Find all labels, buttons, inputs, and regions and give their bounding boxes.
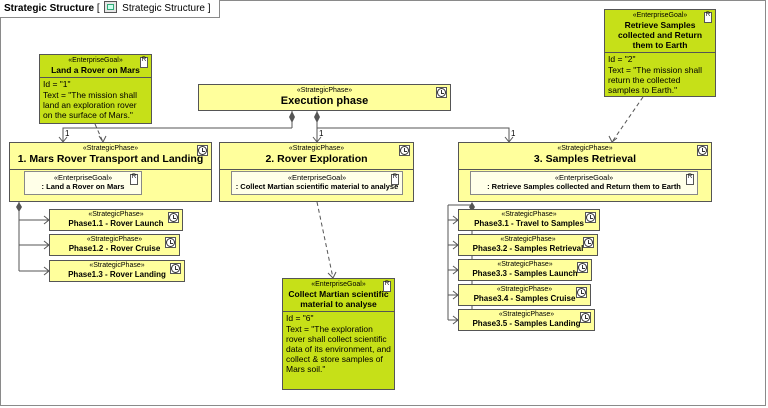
- goal-part[interactable]: R «EnterpriseGoal» : Retrieve Samples co…: [470, 171, 698, 195]
- phase-name: 3. Samples Retrieval: [459, 153, 711, 170]
- diagram-icon: [104, 1, 118, 13]
- phase-name: Phase3.1 - Travel to Samples: [474, 219, 584, 228]
- clock-icon: [399, 145, 410, 156]
- goal-stereotype: «EnterpriseGoal»: [311, 281, 366, 288]
- requirement-icon: R: [704, 12, 712, 23]
- requirement-icon: R: [130, 174, 138, 185]
- phase-name: Phase1.1 - Rover Launch: [68, 219, 164, 228]
- subphase-3-1[interactable]: «StrategicPhase» Phase3.1 - Travel to Sa…: [458, 209, 600, 231]
- goal-retrieve-samples[interactable]: R «EnterpriseGoal» Retrieve Samples coll…: [604, 9, 716, 97]
- multiplicity-p3: 1: [511, 129, 516, 138]
- part-name: : Collect Martian scientific material to…: [235, 182, 399, 191]
- goal-part[interactable]: R «EnterpriseGoal» : Collect Martian sci…: [231, 171, 403, 195]
- goal-id: Id = "6": [286, 313, 314, 323]
- goal-part[interactable]: R «EnterpriseGoal» : Land a Rover on Mar…: [24, 171, 142, 195]
- clock-icon: [436, 87, 447, 98]
- part-stereotype: «EnterpriseGoal»: [53, 173, 113, 182]
- part-stereotype: «EnterpriseGoal»: [554, 173, 614, 182]
- part-name: : Retrieve Samples collected and Return …: [487, 182, 681, 191]
- subphase-1-3[interactable]: «StrategicPhase» Phase1.3 - Rover Landin…: [49, 260, 185, 282]
- phase-stereotype: «StrategicPhase»: [500, 236, 556, 243]
- requirement-icon: R: [391, 174, 399, 185]
- subphase-3-2[interactable]: «StrategicPhase» Phase3.2 - Samples Retr…: [458, 234, 598, 256]
- phase-samples-retrieval[interactable]: «StrategicPhase» 3. Samples Retrieval R …: [458, 142, 712, 202]
- goal-name: Collect Martian scientific material to a…: [288, 289, 389, 309]
- phase-name: Phase3.3 - Samples Launch: [472, 269, 578, 278]
- clock-icon: [577, 262, 588, 273]
- phase-transport-landing[interactable]: «StrategicPhase» 1. Mars Rover Transport…: [9, 142, 212, 202]
- phase-name: Phase1.2 - Rover Cruise: [68, 244, 161, 253]
- phase-stereotype: «StrategicPhase»: [557, 145, 613, 152]
- phase-stereotype: «StrategicPhase»: [498, 311, 555, 318]
- phase-name: Phase1.3 - Rover Landing: [68, 270, 166, 279]
- clock-icon: [576, 287, 587, 298]
- phase-name: 1. Mars Rover Transport and Landing: [10, 153, 211, 170]
- goal-name: Retrieve Samples collected and Return th…: [617, 20, 703, 50]
- clock-icon: [168, 212, 179, 223]
- goal-stereotype: «EnterpriseGoal»: [68, 57, 123, 64]
- part-stereotype: «EnterpriseGoal»: [287, 173, 347, 182]
- requirement-icon: R: [140, 57, 148, 68]
- goal-text: Text = "The mission shall return the col…: [608, 65, 705, 95]
- subphase-3-5[interactable]: «StrategicPhase» Phase3.5 - Samples Land…: [458, 309, 595, 331]
- phase-name: Execution phase: [280, 95, 369, 107]
- goal-id: Id = "2": [608, 54, 636, 64]
- phase-stereotype: «StrategicPhase»: [86, 236, 143, 243]
- subphase-1-1[interactable]: «StrategicPhase» Phase1.1 - Rover Launch: [49, 209, 183, 231]
- clock-icon: [583, 237, 594, 248]
- phase-name: Phase3.4 - Samples Cruise: [473, 294, 576, 303]
- clock-icon: [170, 263, 181, 274]
- phase-stereotype: «StrategicPhase»: [88, 211, 144, 218]
- phase-rover-exploration[interactable]: «StrategicPhase» 2. Rover Exploration R …: [219, 142, 414, 202]
- part-name: : Land a Rover on Mars: [41, 182, 125, 191]
- subphase-3-3[interactable]: «StrategicPhase» Phase3.3 - Samples Laun…: [458, 259, 592, 281]
- diagram-tab[interactable]: Strategic Structure [ Strategic Structur…: [0, 0, 220, 18]
- multiplicity-p1: 1: [65, 129, 70, 138]
- goal-name: Land a Rover on Mars: [51, 65, 140, 75]
- phase-name: Phase3.2 - Samples Retrieval: [472, 244, 584, 253]
- goal-text: Text = "The mission shall land an explor…: [43, 90, 140, 120]
- clock-icon: [580, 312, 591, 323]
- phase-stereotype: «StrategicPhase»: [496, 286, 553, 293]
- phase-stereotype: «StrategicPhase»: [497, 261, 553, 268]
- phase-stereotype: «StrategicPhase»: [296, 87, 353, 94]
- phase-name: Phase3.5 - Samples Landing: [472, 319, 581, 328]
- clock-icon: [697, 145, 708, 156]
- phase-stereotype: «StrategicPhase»: [501, 211, 557, 218]
- clock-icon: [585, 212, 596, 223]
- phase-execution[interactable]: «StrategicPhase» Execution phase: [198, 84, 451, 111]
- goal-text: Text = "The exploration rover shall coll…: [286, 324, 394, 374]
- subphase-1-2[interactable]: «StrategicPhase» Phase1.2 - Rover Cruise: [49, 234, 180, 256]
- phase-stereotype: «StrategicPhase»: [82, 145, 139, 152]
- subphase-3-4[interactable]: «StrategicPhase» Phase3.4 - Samples Crui…: [458, 284, 591, 306]
- multiplicity-p2: 1: [319, 129, 324, 138]
- clock-icon: [165, 237, 176, 248]
- goal-land-rover[interactable]: R «EnterpriseGoal» Land a Rover on Mars …: [39, 54, 152, 124]
- phase-stereotype: «StrategicPhase»: [89, 262, 145, 269]
- phase-name: 2. Rover Exploration: [220, 153, 413, 170]
- phase-stereotype: «StrategicPhase»: [288, 145, 345, 152]
- requirement-icon: R: [686, 174, 694, 185]
- diagram-ref: Strategic Structure: [122, 3, 205, 14]
- goal-id: Id = "1": [43, 79, 71, 89]
- goal-stereotype: «EnterpriseGoal»: [632, 12, 688, 19]
- goal-collect-material[interactable]: R «EnterpriseGoal» Collect Martian scien…: [282, 278, 395, 390]
- requirement-icon: R: [383, 281, 391, 292]
- diagram-title: Strategic Structure: [4, 3, 95, 14]
- clock-icon: [197, 145, 208, 156]
